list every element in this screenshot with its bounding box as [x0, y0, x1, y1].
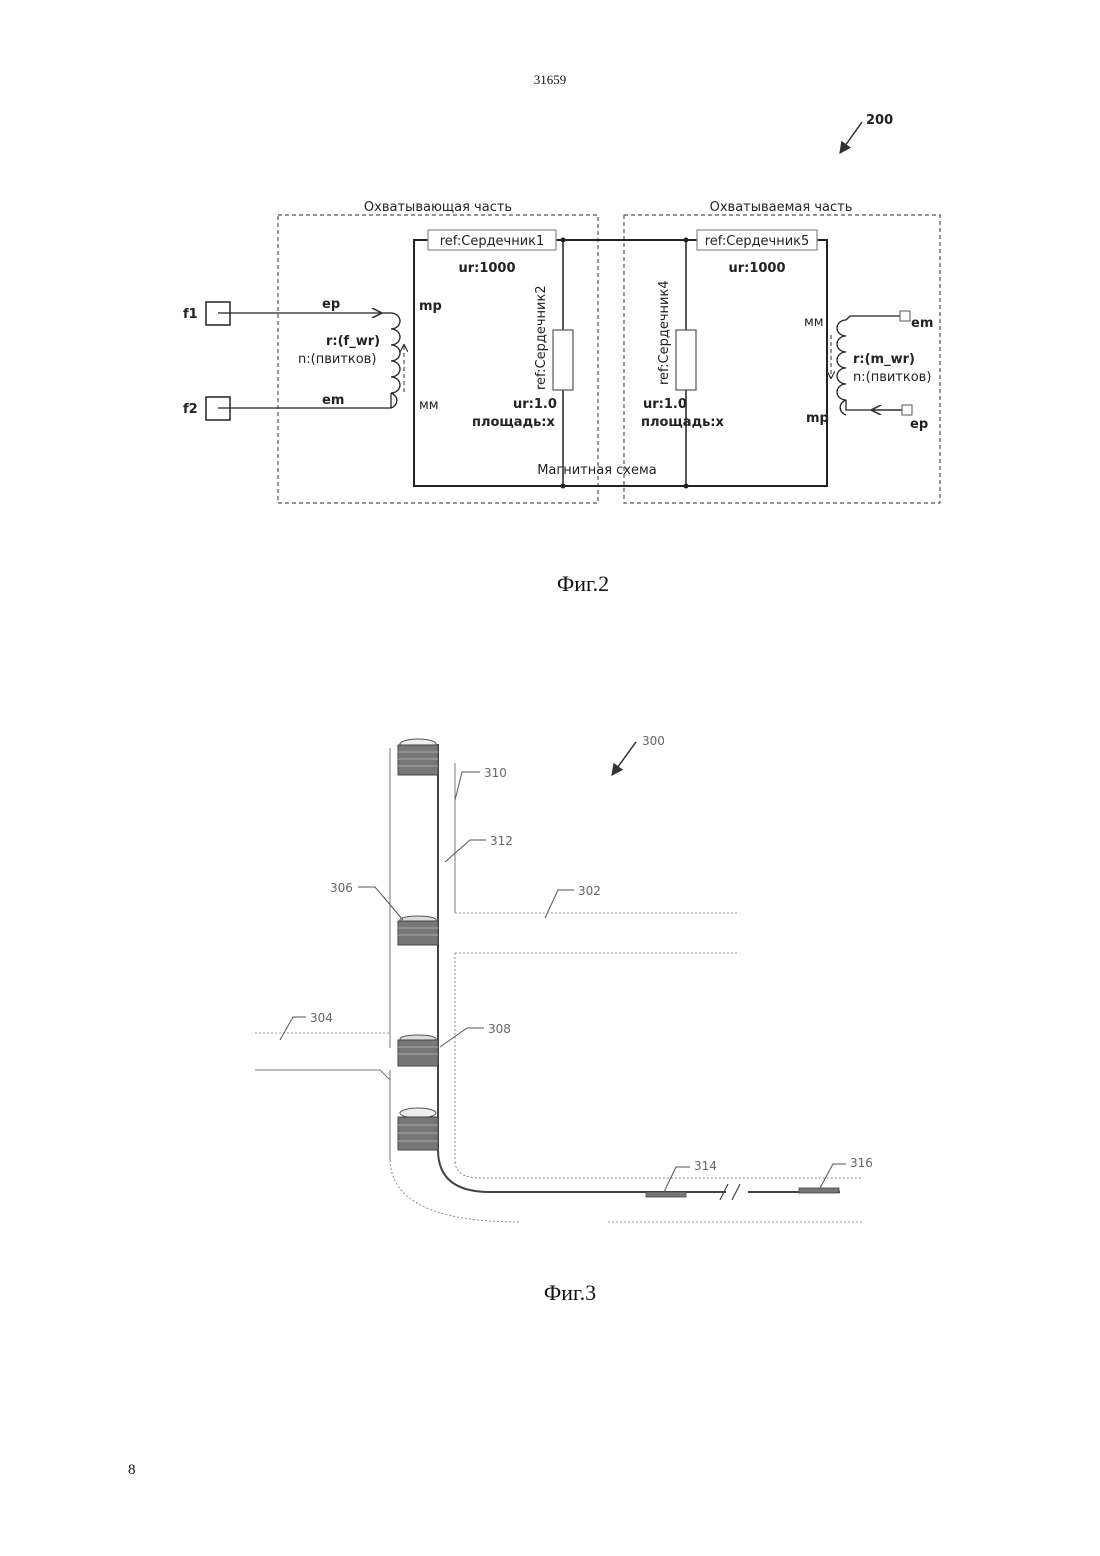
figure-3: 300 [255, 734, 873, 1305]
magnetic-circuit-loop [414, 240, 827, 486]
port-f2-label: f2 [183, 402, 198, 417]
core4-area: площадь:x [641, 415, 724, 430]
enclosing-part-title: Охватывающая часть [364, 200, 512, 215]
port-ep-right [902, 405, 912, 415]
label-314: 314 [694, 1159, 717, 1173]
leader-306 [358, 887, 403, 920]
leader-314 [664, 1167, 690, 1192]
leader-316 [820, 1164, 846, 1188]
junction-dot [561, 484, 566, 489]
page-number-bottom: 8 [128, 1462, 136, 1479]
ref-200-arrow [840, 122, 862, 153]
core2-ur: ur:1.0 [513, 397, 557, 412]
junction-dot [684, 484, 689, 489]
core2-label: ref:Сердечник2 [534, 285, 549, 390]
right-r-label: r:(m_wr) [853, 352, 915, 367]
core5-ur: ur:1000 [728, 261, 785, 276]
right-ep-label: ep [910, 417, 928, 432]
lateral-upper-wall [455, 1162, 862, 1178]
right-em-label: em [911, 316, 933, 331]
left-ep-label: ep [322, 297, 340, 312]
junction-dot [561, 238, 566, 243]
core4-resistor [676, 330, 696, 390]
label-304: 304 [310, 1011, 333, 1025]
wire-ep-right [846, 400, 902, 410]
leader-312 [445, 840, 486, 862]
right-coil-lead [846, 316, 850, 320]
leader-310 [455, 772, 480, 800]
label-316: 316 [850, 1156, 873, 1170]
core4-ur: ur:1.0 [643, 397, 687, 412]
right-mp-label: mp [806, 411, 829, 426]
left-em-label: em [322, 393, 344, 408]
right-coil-icon [837, 320, 846, 415]
magnetic-circuit-label: Магнитная схема [537, 463, 657, 478]
coil-module-bottom [398, 1108, 438, 1150]
core2-resistor [553, 330, 573, 390]
port-f1-label: f1 [183, 307, 198, 322]
label-308: 308 [488, 1022, 511, 1036]
port-em-right [900, 311, 910, 321]
right-mm-label: мм [804, 315, 824, 330]
tubing-lateral [438, 1150, 726, 1192]
break-mark [732, 1184, 740, 1200]
leader-308 [440, 1028, 484, 1047]
enclosed-part-title: Охватываемая часть [710, 200, 853, 215]
coil-module-306 [398, 916, 438, 945]
left-n-label: n:(пвитков) [298, 352, 376, 367]
label-302: 302 [578, 884, 601, 898]
ref-200-label: 200 [866, 113, 893, 128]
core1-label: ref:Сердечник1 [440, 234, 545, 249]
core4-label: ref:Сердечник4 [657, 280, 672, 385]
ref-300-label: 300 [642, 734, 665, 748]
left-coil-icon [391, 313, 400, 408]
left-r-label: r:(f_wr) [326, 334, 380, 349]
ref-300-arrow [612, 742, 636, 775]
sensor-314 [646, 1192, 686, 1197]
coil-module-308 [398, 1035, 438, 1066]
branch-304-lower [255, 1070, 390, 1080]
leader-304 [280, 1017, 306, 1040]
label-306: 306 [330, 881, 353, 895]
label-312: 312 [490, 834, 513, 848]
coil-module-top [398, 739, 438, 775]
junction-dot [684, 238, 689, 243]
fig3-caption: Фиг.3 [544, 1280, 596, 1305]
left-mm-label: мм [419, 398, 439, 413]
core2-area: площадь:x [472, 415, 555, 430]
label-310: 310 [484, 766, 507, 780]
left-mp-label: mp [419, 299, 442, 314]
core5-label: ref:Сердечник5 [705, 234, 810, 249]
sensor-316 [799, 1188, 839, 1193]
right-n-label: n:(пвитков) [853, 370, 931, 385]
fig2-caption: Фиг.2 [557, 571, 609, 596]
core1-ur: ur:1000 [458, 261, 515, 276]
figure-2: 200 Охватывающая часть Охватываемая част… [183, 113, 940, 596]
leader-302 [545, 890, 574, 918]
